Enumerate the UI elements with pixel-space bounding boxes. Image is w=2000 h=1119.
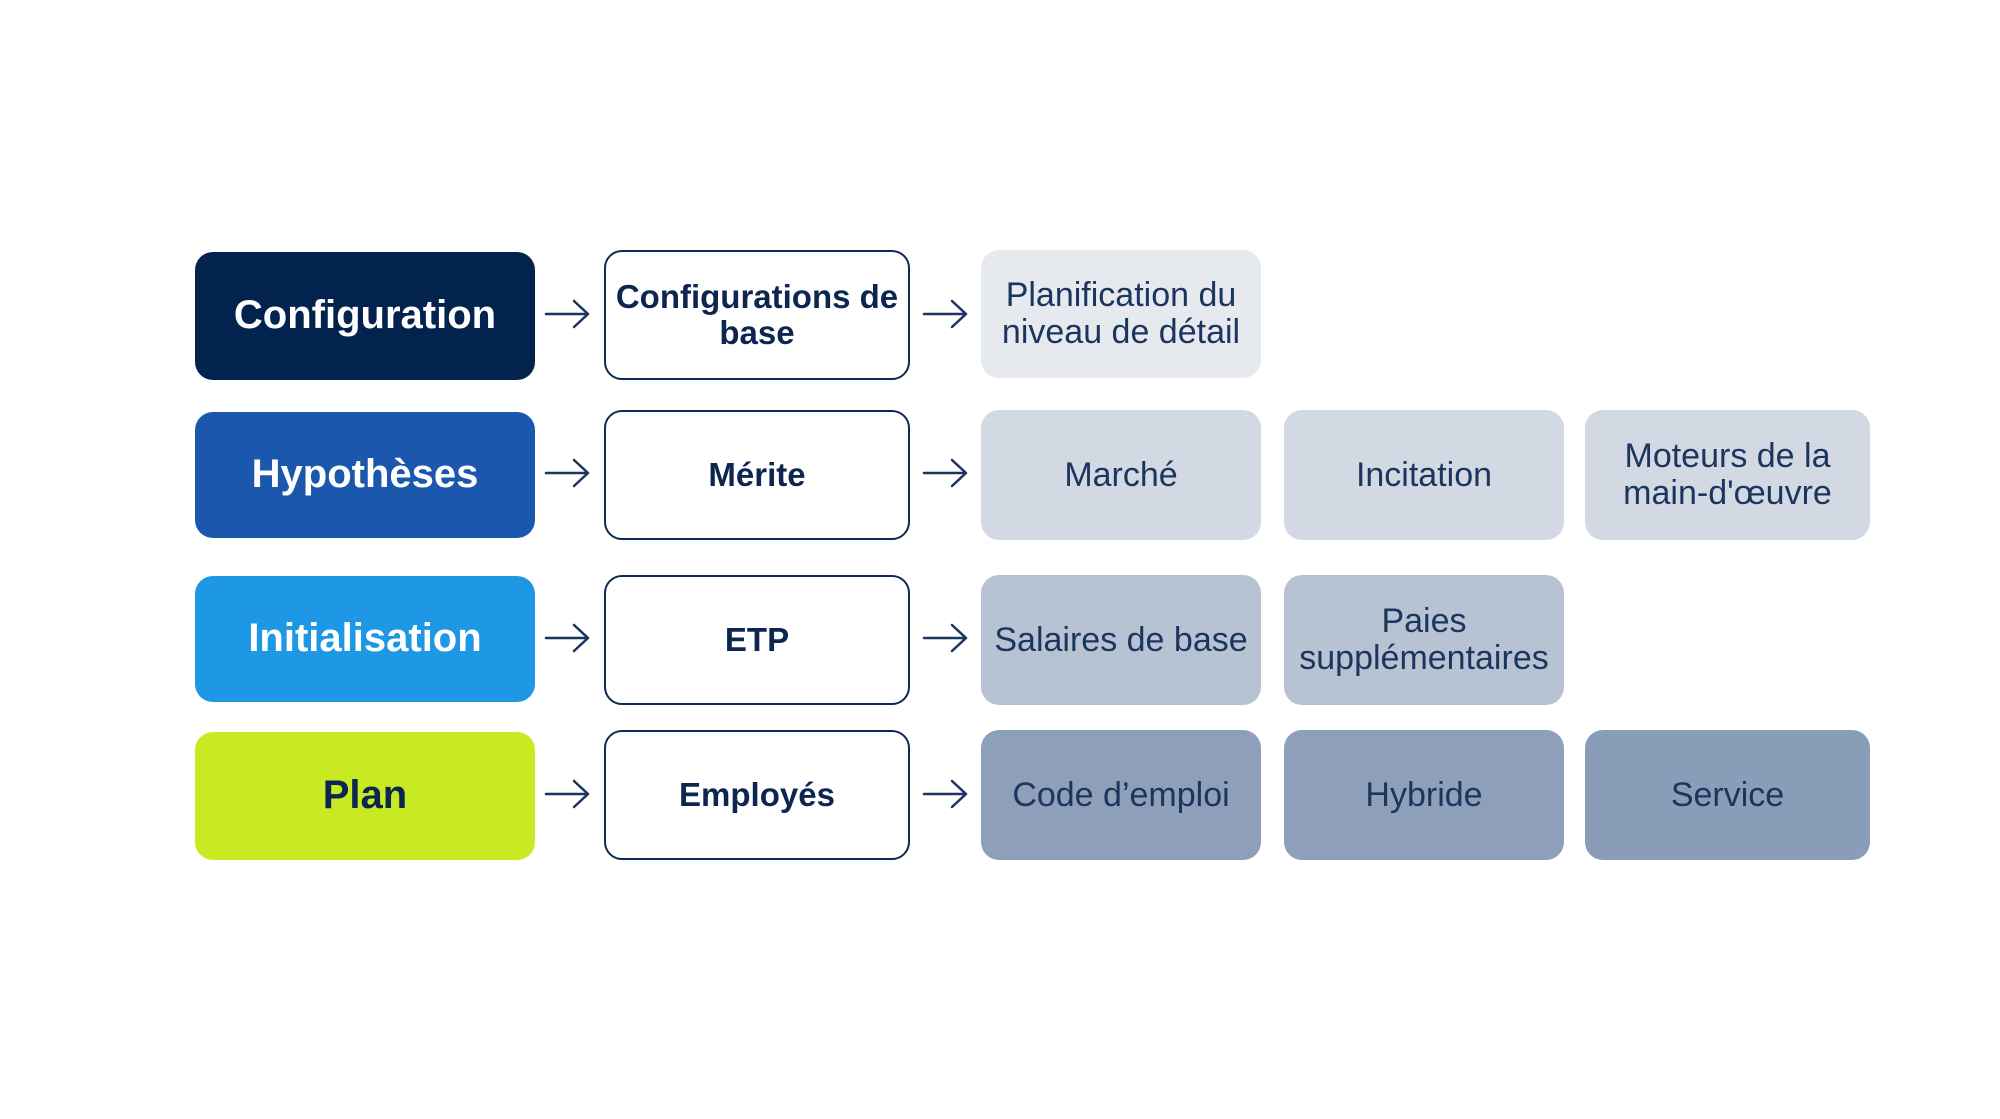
right-arrow-icon xyxy=(922,297,970,331)
step-label: ETP xyxy=(724,621,790,659)
detail-incitation: Incitation xyxy=(1284,410,1564,540)
detail-planification-niveau-detail: Planification du niveau de détail xyxy=(981,250,1261,378)
detail-label: Marché xyxy=(1064,455,1178,494)
stage-plan: Plan xyxy=(195,732,535,860)
step-employes: Employés xyxy=(604,730,910,860)
detail-label: Paies supplémentaires xyxy=(1299,602,1549,677)
detail-service: Service xyxy=(1585,730,1870,860)
right-arrow-icon xyxy=(544,456,592,490)
detail-label: Hybride xyxy=(1365,775,1483,814)
stage-label: Initialisation xyxy=(248,616,482,661)
detail-code-emploi: Code d’emploi xyxy=(981,730,1261,860)
detail-label: Code d’emploi xyxy=(1012,775,1230,814)
right-arrow-icon xyxy=(922,456,970,490)
step-merite: Mérite xyxy=(604,410,910,540)
stage-hypotheses: Hypothèses xyxy=(195,412,535,538)
detail-hybride: Hybride xyxy=(1284,730,1564,860)
right-arrow-icon xyxy=(544,297,592,331)
step-label: Employés xyxy=(679,776,835,814)
detail-label: Incitation xyxy=(1355,455,1493,494)
stage-initialisation: Initialisation xyxy=(195,576,535,702)
step-label: Mérite xyxy=(708,456,806,494)
stage-label: Configuration xyxy=(233,293,497,338)
detail-moteurs-main-oeuvre: Moteurs de la main-d'œuvre xyxy=(1585,410,1870,540)
stage-label: Plan xyxy=(322,773,408,818)
detail-salaires-de-base: Salaires de base xyxy=(981,575,1261,705)
detail-label: Service xyxy=(1670,775,1785,814)
detail-label: Salaires de base xyxy=(994,620,1248,659)
detail-marche: Marché xyxy=(981,410,1261,540)
right-arrow-icon xyxy=(922,621,970,655)
right-arrow-icon xyxy=(544,621,592,655)
stage-label: Hypothèses xyxy=(251,452,479,497)
step-etp: ETP xyxy=(604,575,910,705)
detail-paies-supplementaires: Paies supplémentaires xyxy=(1284,575,1564,705)
step-configurations-de-base: Configurations de base xyxy=(604,250,910,380)
detail-label: Planification du niveau de détail xyxy=(1001,276,1241,351)
right-arrow-icon xyxy=(544,777,592,811)
step-label: Configurations de base xyxy=(615,278,899,351)
stage-configuration: Configuration xyxy=(195,252,535,380)
right-arrow-icon xyxy=(922,777,970,811)
detail-label: Moteurs de la main-d'œuvre xyxy=(1623,437,1832,512)
